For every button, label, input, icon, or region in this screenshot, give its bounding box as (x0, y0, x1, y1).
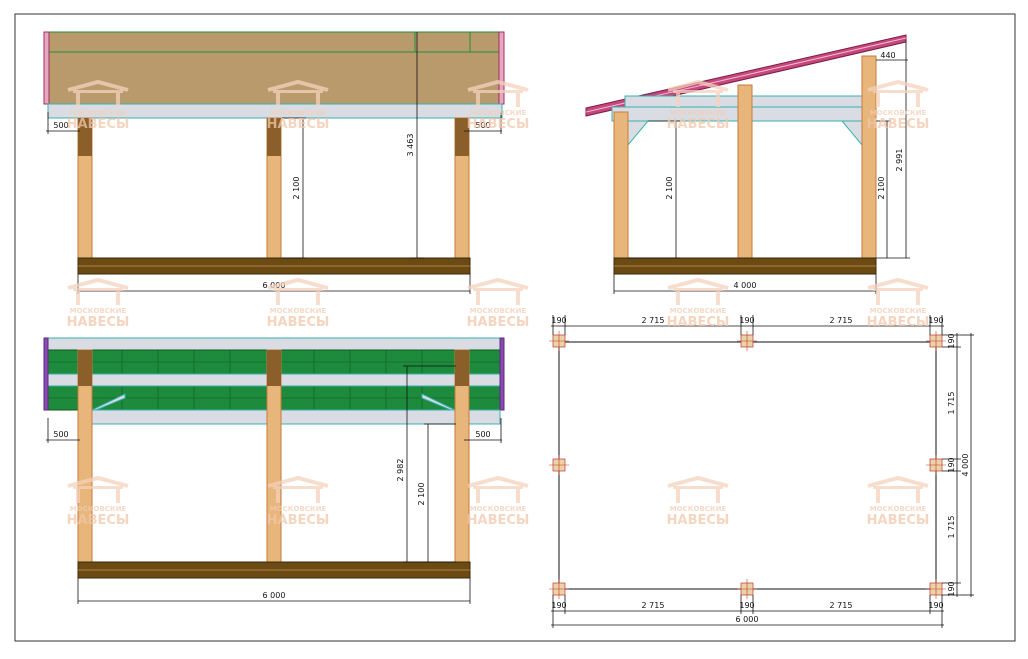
watermark-logo: МОСКОВСКИЕ НАВЕСЫ (666, 278, 730, 330)
watermark-line1: МОСКОВСКИЕ (70, 109, 127, 117)
watermark-line1: МОСКОВСКИЕ (870, 505, 927, 513)
side-view: 440 2 100 2 100 2 991 4 000 (585, 34, 910, 294)
top-purlin (47, 337, 503, 351)
watermark-line1: МОСКОВСКИЕ (270, 307, 327, 315)
roof-edge-left (43, 31, 50, 105)
back-beam (89, 409, 501, 425)
post (861, 55, 877, 259)
watermark-logo: МОСКОВСКИЕ НАВЕСЫ (266, 80, 330, 132)
watermark-line1: МОСКОВСКИЕ (670, 505, 727, 513)
dim-back-overhang-right: 500 (475, 430, 490, 439)
watermark-line2: НАВЕСЫ (667, 315, 730, 330)
plan-right-dim: 190 (947, 581, 956, 596)
watermark-line2: НАВЕСЫ (467, 117, 530, 132)
watermark-line1: МОСКОВСКИЕ (470, 307, 527, 315)
watermark-line2: НАВЕСЫ (267, 513, 330, 528)
watermark-line1: МОСКОВСКИЕ (70, 307, 127, 315)
watermark-logo: МОСКОВСКИЕ НАВЕСЫ (66, 278, 130, 330)
dim-overhang-left: 500 (53, 121, 68, 130)
plan-right-dim: 1 715 (947, 516, 956, 539)
dim-width: 4 000 (734, 281, 757, 290)
dim-side-post-height-right: 2 100 (877, 177, 886, 200)
watermark-line2: НАВЕСЫ (467, 315, 530, 330)
plan-right-dim: 190 (947, 333, 956, 348)
post (737, 84, 753, 259)
watermark-line2: НАВЕСЫ (667, 513, 730, 528)
plan-top-dim: 190 (739, 316, 754, 325)
plan-right-dim: 1 715 (947, 392, 956, 415)
drawing-frame (14, 13, 1016, 642)
roof-edge-right (498, 31, 505, 105)
watermark-line1: МОСКОВСКИЕ (270, 505, 327, 513)
plan-total-width: 4 000 (961, 454, 970, 477)
watermark-line2: НАВЕСЫ (267, 117, 330, 132)
plan-top-dim: 2 715 (830, 316, 853, 325)
watermark-logo: МОСКОВСКИЕ НАВЕСЫ (866, 80, 930, 132)
watermark-line2: НАВЕСЫ (667, 117, 730, 132)
watermark-line2: НАВЕСЫ (67, 117, 130, 132)
watermark-line1: МОСКОВСКИЕ (70, 505, 127, 513)
watermark-line2: НАВЕСЫ (67, 315, 130, 330)
watermark-line1: МОСКОВСКИЕ (670, 109, 727, 117)
post (613, 111, 629, 259)
plan-top-dim: 190 (551, 316, 566, 325)
plan-view: 190 2 715 190 2 715 190 190 2 715 190 2 … (549, 315, 974, 628)
watermark-logo: МОСКОВСКИЕ НАВЕСЫ (266, 278, 330, 330)
plan-total-length: 6 000 (736, 615, 759, 624)
watermark-logo: МОСКОВСКИЕ НАВЕСЫ (466, 278, 530, 330)
dim-side-post-height: 2 100 (665, 177, 674, 200)
dim-overhang-right: 500 (475, 121, 490, 130)
dim-ridge-offset: 440 (880, 51, 895, 60)
plan-top-dim: 190 (928, 316, 943, 325)
plan-outline (558, 341, 937, 590)
watermark-line2: НАВЕСЫ (867, 117, 930, 132)
front-view: 500 500 2 100 3 463 6 000 (43, 31, 505, 294)
watermark-line1: МОСКОВСКИЕ (470, 505, 527, 513)
plan-top-dim: 2 715 (642, 316, 665, 325)
roof-panel (47, 31, 501, 105)
watermark-line2: НАВЕСЫ (867, 315, 930, 330)
watermark-logo: МОСКОВСКИЕ НАВЕСЫ (866, 476, 930, 528)
watermark-line2: НАВЕСЫ (467, 513, 530, 528)
watermark-logo: МОСКОВСКИЕ НАВЕСЫ (666, 476, 730, 528)
dim-back-overhang-left: 500 (53, 430, 68, 439)
plan-bottom-dim: 2 715 (642, 601, 665, 610)
dim-back-post-height: 2 100 (417, 483, 426, 506)
watermark-line1: МОСКОВСКИЕ (270, 109, 327, 117)
back-view: 500 500 2 982 2 100 6 000 (43, 337, 505, 604)
dim-high-height: 2 991 (895, 149, 904, 172)
watermark-line2: НАВЕСЫ (867, 513, 930, 528)
watermark-logo: МОСКОВСКИЕ НАВЕСЫ (466, 476, 530, 528)
watermark-logo: МОСКОВСКИЕ НАВЕСЫ (666, 80, 730, 132)
watermark-line2: НАВЕСЫ (267, 315, 330, 330)
plan-bottom-dim: 190 (739, 601, 754, 610)
watermarks: МОСКОВСКИЕ НАВЕСЫ МОСКОВСКИЕ НАВЕСЫ МОСК… (66, 80, 930, 528)
watermark-line1: МОСКОВСКИЕ (670, 307, 727, 315)
watermark-logo: МОСКОВСКИЕ НАВЕСЫ (66, 80, 130, 132)
plan-bottom-dim: 190 (928, 601, 943, 610)
dim-back-high-height: 2 982 (396, 459, 405, 482)
watermark-logo: МОСКОВСКИЕ НАВЕСЫ (266, 476, 330, 528)
watermark-line1: МОСКОВСКИЕ (470, 109, 527, 117)
watermark-logo: МОСКОВСКИЕ НАВЕСЫ (466, 80, 530, 132)
dim-post-height: 2 100 (292, 177, 301, 200)
watermark-logo: МОСКОВСКИЕ НАВЕСЫ (66, 476, 130, 528)
watermark-logo: МОСКОВСКИЕ НАВЕСЫ (866, 278, 930, 330)
watermark-line2: НАВЕСЫ (67, 513, 130, 528)
dim-total-height: 3 463 (406, 134, 415, 157)
watermark-line1: МОСКОВСКИЕ (870, 307, 927, 315)
plan-bottom-dim: 190 (551, 601, 566, 610)
dim-back-length: 6 000 (263, 591, 286, 600)
plan-bottom-dim: 2 715 (830, 601, 853, 610)
watermark-line1: МОСКОВСКИЕ (870, 109, 927, 117)
plan-right-dim: 190 (947, 457, 956, 472)
